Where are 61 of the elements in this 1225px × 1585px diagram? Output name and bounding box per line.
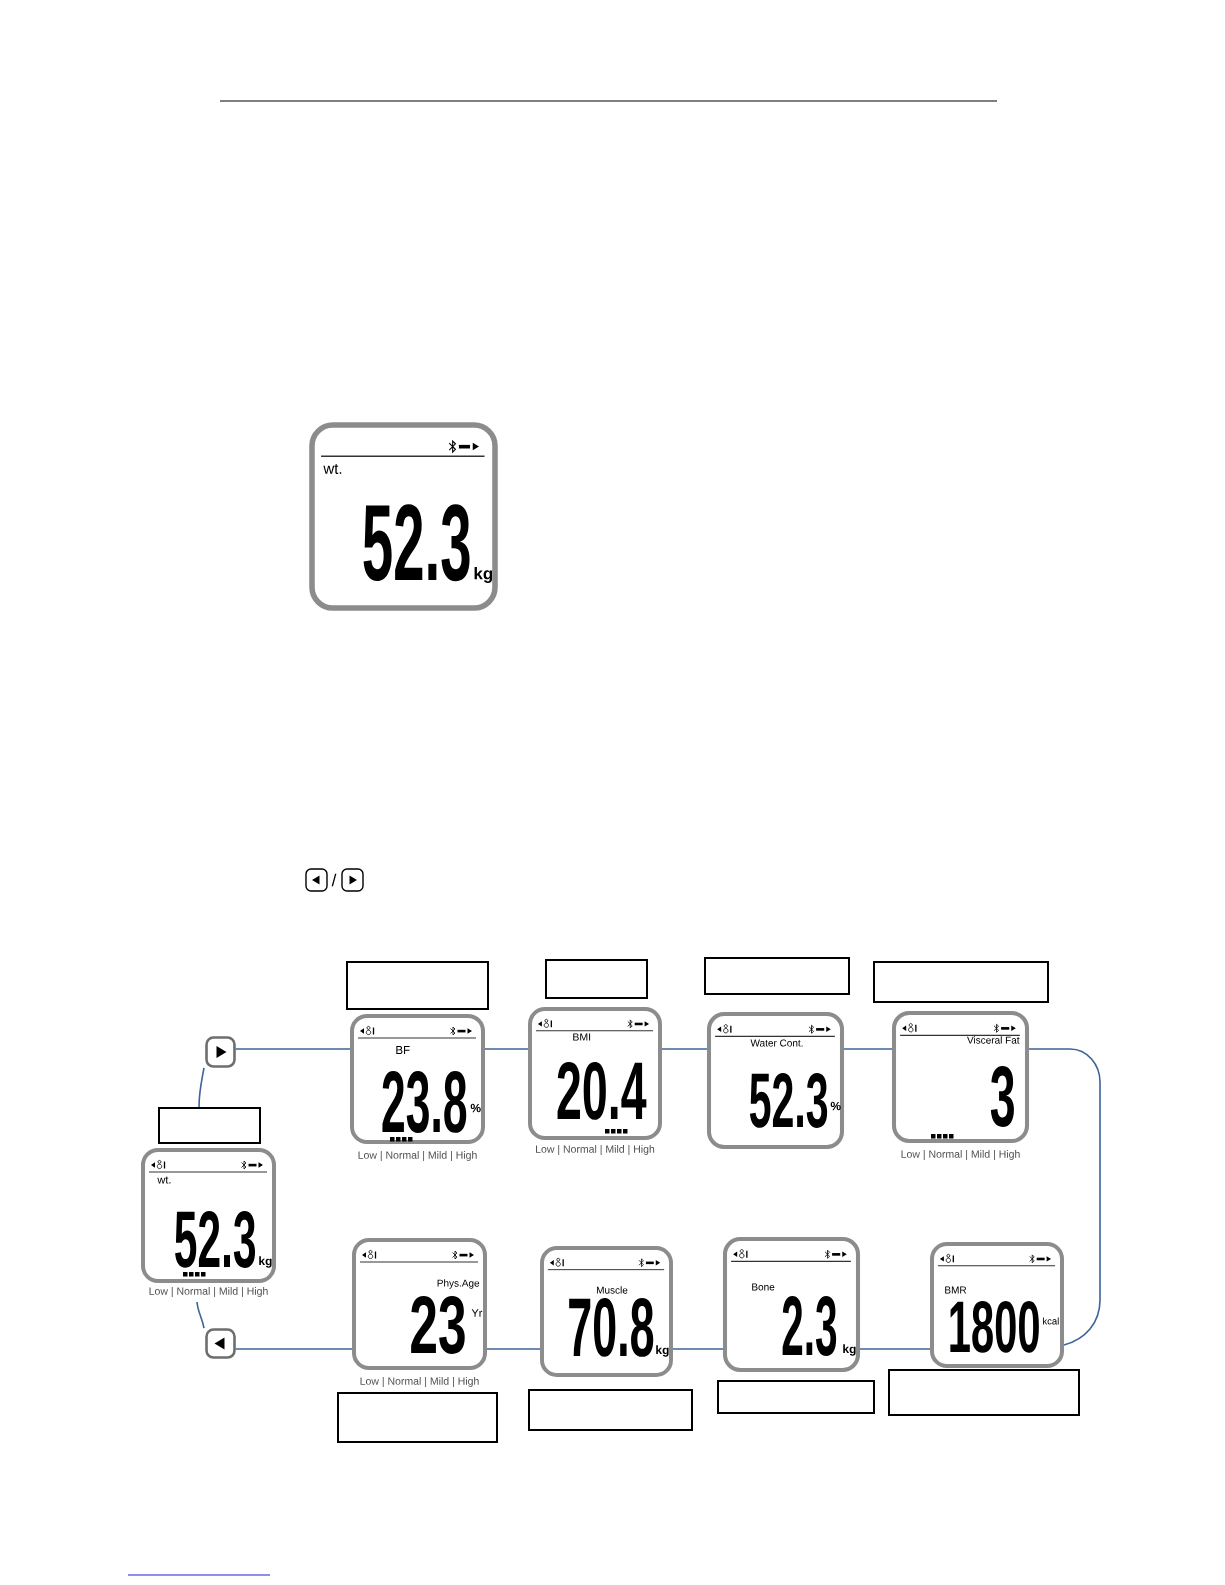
connector-line [198, 1067, 205, 1108]
reading-value: 52.3 [363, 504, 470, 582]
display-label: BMR [945, 1286, 967, 1294]
lcd-display [309, 422, 498, 611]
display-label: BMI [573, 1033, 591, 1041]
connector-line [235, 1348, 353, 1350]
connector-line [661, 1048, 708, 1050]
reading-value: 52.3 [749, 1072, 828, 1128]
blank-box [873, 961, 1049, 1003]
blank-box [888, 1369, 1080, 1416]
scale-caption: Low | Normal | Mild | High [536, 1145, 655, 1155]
connector-line [486, 1348, 541, 1350]
slash-label: / [331, 873, 337, 887]
lcd-display [540, 1246, 673, 1377]
display-label: Bone [752, 1283, 775, 1291]
unit-label: kg [656, 1345, 669, 1357]
connector-line [196, 1301, 205, 1329]
reading-value: 23 [411, 1295, 465, 1354]
unit-label: % [470, 1103, 481, 1113]
connector-line [235, 1048, 351, 1050]
unit-label: kg [843, 1344, 856, 1356]
lcd-display [722, 1237, 861, 1373]
blank-box [346, 961, 489, 1010]
connector-line [672, 1348, 724, 1350]
display-label: BF [396, 1046, 410, 1054]
unit-label: kcal [1043, 1317, 1059, 1325]
display-label: Phys.Age [437, 1279, 480, 1289]
arrow-button [205, 1036, 236, 1068]
reading-value: 52.3 [175, 1210, 256, 1268]
reading-value: 20.4 [557, 1061, 647, 1120]
blank-box [337, 1392, 498, 1443]
unit-label: kg [474, 567, 493, 583]
display-label: Water Cont. [750, 1039, 803, 1047]
display-label: wt. [157, 1176, 171, 1184]
connector-line [1028, 1048, 1101, 1346]
scale-caption: Low | Normal | Mild | High [360, 1377, 479, 1387]
display-label: Muscle [597, 1286, 628, 1294]
reading-value: 3 [990, 1066, 1014, 1127]
arrow-button [205, 1328, 236, 1359]
lcd-display [930, 1242, 1064, 1368]
scale-caption: Low | Normal | Mild | High [149, 1287, 268, 1297]
lcd-display [706, 1012, 845, 1150]
connector-line [859, 1348, 931, 1350]
connector-line [484, 1048, 529, 1050]
unit-label: Yr [471, 1309, 483, 1317]
unit-label: kg [259, 1256, 272, 1268]
display-label: wt. [323, 464, 342, 474]
reading-value: 2.3 [782, 1296, 837, 1356]
blank-box [158, 1107, 261, 1144]
reading-value: 70.8 [569, 1298, 654, 1357]
blank-box [717, 1380, 875, 1414]
scale-caption: Low | Normal | Mild | High [901, 1150, 1020, 1160]
blank-box [704, 957, 850, 995]
reading-value: 1800 [950, 1300, 1039, 1353]
scale-caption: Low | Normal | Mild | High [358, 1151, 477, 1161]
connector-line [843, 1048, 893, 1050]
reading-value: 23.8 [382, 1071, 467, 1133]
blank-box [545, 959, 648, 999]
unit-label: % [830, 1101, 841, 1111]
blank-box [528, 1389, 693, 1431]
display-label: Visceral Fat [967, 1036, 1020, 1044]
